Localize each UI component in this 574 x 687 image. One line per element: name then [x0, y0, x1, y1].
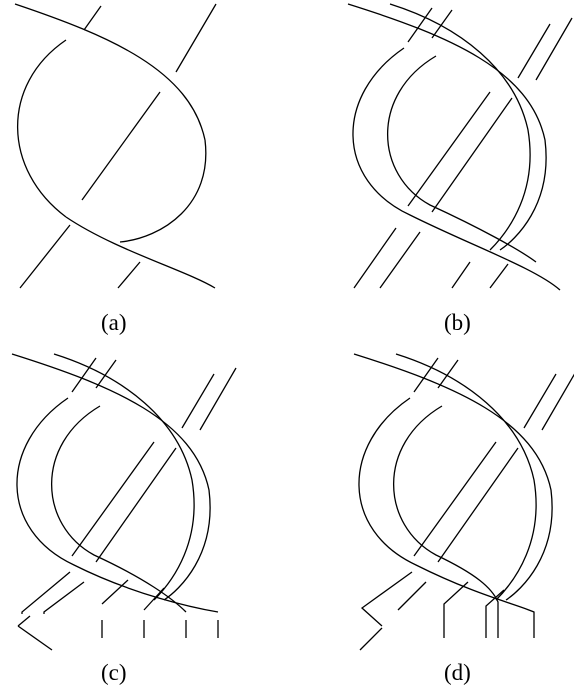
panel-a-diagonal-middle — [81, 91, 161, 201]
panel-c-diag-mid-1 — [71, 441, 155, 557]
panel-d-outer-strand-left — [358, 397, 535, 638]
panel-d-diag-upper-2 — [541, 373, 574, 431]
panel-d-leg-left-2 — [397, 581, 427, 611]
panel-c-outer-strand-left — [16, 397, 219, 613]
panel-c-diag-upper-1 — [181, 373, 215, 429]
panel-b-inner-strand — [389, 3, 531, 251]
panel-c-leg-1 — [21, 571, 71, 614]
panel-c-inner-strand-left — [51, 405, 187, 613]
panel-a-diagonal-bottom-right — [117, 261, 141, 289]
panel-c-leg-4 — [143, 587, 165, 611]
panel-a-strand-upper-lower-part — [65, 139, 216, 289]
panel-d-inner-strand-left — [393, 405, 499, 638]
panel-a-caption: (a) — [101, 310, 127, 335]
panel-b-outer-strand — [347, 3, 547, 251]
panel-d-caption: (d) — [444, 660, 471, 685]
panel-d-diag-upper-1 — [523, 373, 557, 429]
panel-c-diag-mid-2 — [95, 447, 177, 563]
panel-b-diag-bottom-3 — [451, 261, 471, 289]
panel-a — [14, 3, 217, 289]
panel-b-diag-mid-2 — [431, 97, 513, 213]
panel-b-diag-upper-1 — [517, 23, 551, 79]
panel-d-cross-left — [359, 627, 383, 651]
panel-c — [11, 353, 237, 651]
panel-a-strand-left-arc — [16, 39, 67, 218]
panel-d-stub-top-2 — [437, 359, 459, 389]
panel-b-caption: (b) — [444, 310, 471, 335]
panel-b — [347, 3, 573, 291]
panel-c-caption: (c) — [101, 660, 127, 685]
panel-b-inner-strand-left — [387, 55, 537, 263]
panel-b-diag-bottom-4 — [489, 263, 509, 289]
panel-a-diagonal-bottom-left — [19, 224, 71, 289]
panel-c-outer-strand — [11, 353, 211, 601]
panel-c-leg-2 — [43, 581, 85, 614]
panel-d-outer-strand — [353, 353, 553, 601]
panel-c-cross-2 — [17, 615, 31, 627]
panel-b-diag-bottom-1 — [353, 227, 397, 289]
panel-a-strand-upper — [14, 3, 206, 141]
panel-d-diag-mid-2 — [437, 447, 519, 563]
panel-d-inner-strand — [395, 353, 537, 601]
panel-c-inner-strand — [53, 353, 195, 601]
panel-a-diagonal-upper — [175, 3, 217, 73]
panel-c-stub-top-1 — [71, 357, 97, 393]
panel-c-leg-3 — [101, 579, 129, 605]
panel-c-stub-top-2 — [95, 359, 117, 389]
panel-d-stub-top-1 — [413, 357, 439, 393]
panel-d-leg-left — [360, 571, 413, 627]
panel-b-stub-top-1 — [407, 7, 433, 43]
panel-d — [353, 353, 574, 651]
panel-b-stub-top-2 — [431, 9, 453, 39]
panel-b-outer-strand-left — [352, 47, 561, 291]
panel-b-diag-upper-2 — [535, 17, 573, 81]
panel-d-leg-3 — [443, 581, 469, 638]
panel-d-leg-4 — [485, 589, 505, 638]
panel-c-diag-upper-2 — [199, 367, 237, 431]
panel-a-stub-top-1 — [83, 5, 102, 31]
panel-b-diag-mid-1 — [407, 91, 491, 207]
panel-d-diag-mid-1 — [413, 441, 497, 557]
panel-c-cross-1 — [17, 625, 53, 651]
panel-b-diag-bottom-2 — [379, 231, 421, 289]
